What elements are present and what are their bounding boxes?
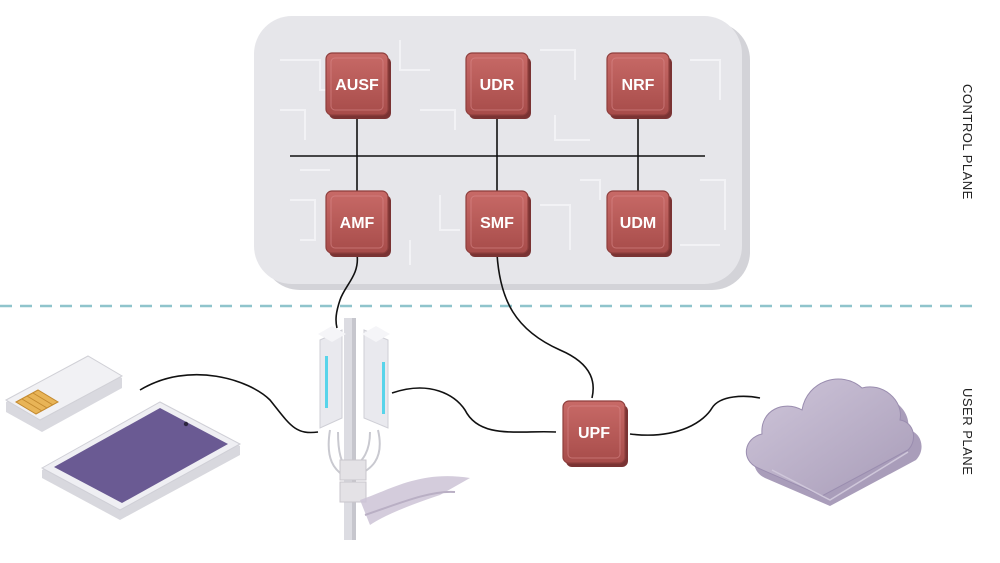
antenna-tower-icon	[318, 318, 470, 540]
nrf-label: NRF	[622, 77, 655, 94]
cloud-icon	[746, 378, 922, 506]
control-plane-bus	[290, 112, 705, 196]
udm-label: UDM	[620, 215, 656, 232]
link-amf-tower	[335, 253, 359, 329]
amf-node[interactable]: AMF	[325, 190, 391, 257]
sim-card-icon	[4, 355, 124, 432]
udm-node[interactable]: UDM	[606, 190, 672, 257]
smf-label: SMF	[480, 215, 514, 232]
smartphone-icon	[40, 401, 242, 520]
link-tower-upf	[391, 387, 557, 433]
control-plane-label: CONTROL PLANE	[960, 84, 975, 200]
nrf-node[interactable]: NRF	[606, 52, 672, 119]
smf-node[interactable]: SMF	[465, 190, 531, 257]
link-smf-upf	[496, 253, 595, 399]
amf-label: AMF	[340, 215, 375, 232]
link-upf-cloud	[629, 395, 761, 436]
user-plane-label: USER PLANE	[960, 388, 975, 476]
ausf-label: AUSF	[335, 77, 379, 94]
link-phone-tower	[139, 373, 319, 434]
upf-node[interactable]: UPF	[562, 400, 628, 467]
udr-label: UDR	[480, 77, 515, 94]
circuit-pattern	[280, 40, 726, 265]
ausf-node[interactable]: AUSF	[325, 52, 391, 119]
user-plane-links	[139, 253, 761, 436]
upf-label: UPF	[578, 425, 610, 442]
network-functions: AUSF UDR NRF AMF SMF UDM UPF	[325, 52, 672, 467]
udr-node[interactable]: UDR	[465, 52, 531, 119]
